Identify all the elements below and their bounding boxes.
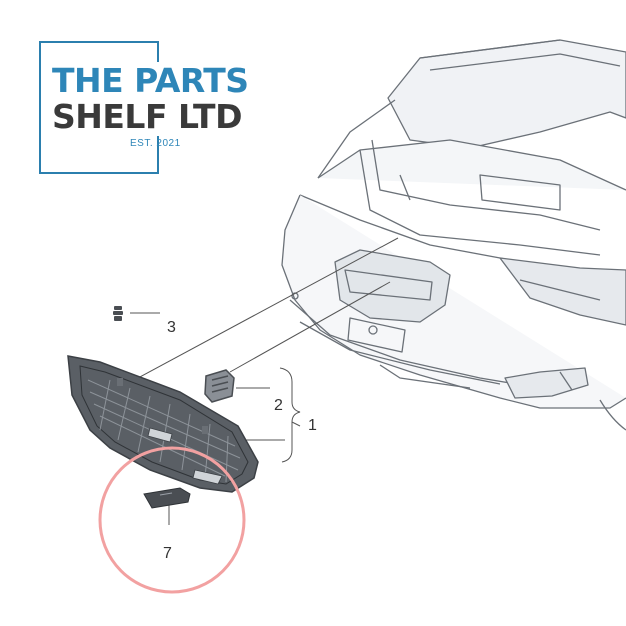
- callout-3: 3: [167, 319, 176, 336]
- highlight-circle: [98, 446, 246, 594]
- car-illustration: [281, 39, 626, 431]
- callout-1: 1: [308, 417, 317, 434]
- logo-text-line1: THE PARTS: [52, 62, 272, 100]
- callout-2: 2: [274, 397, 283, 414]
- bracket-part-2: [204, 369, 235, 403]
- logo-established: EST. 2021: [130, 138, 181, 149]
- clip-part-3: [113, 306, 123, 321]
- logo-text-line2: SHELF LTD: [52, 98, 272, 136]
- cover-part-7: [143, 487, 191, 509]
- callout-7: 7: [163, 545, 172, 562]
